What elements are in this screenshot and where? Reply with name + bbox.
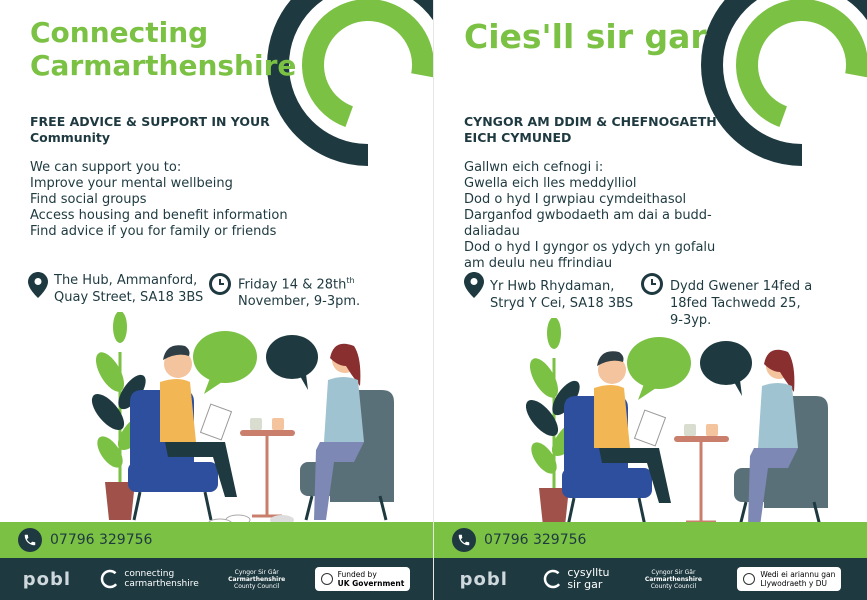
plant-illustration (91, 312, 151, 520)
uk-government-logo: Funded by UK Government (314, 567, 411, 591)
c-mark-icon (544, 569, 563, 589)
phone-number[interactable]: 07796 329756 (484, 532, 587, 548)
pobl-logo: pobl (22, 568, 71, 590)
headline-line-1: CYNGOR AM DDIM & CHEFNOGAETH YN (464, 114, 741, 129)
date-line-1: Friday 14 & 28th (238, 277, 347, 293)
logo-text-1: cysylltu (567, 566, 610, 579)
crest-icon (320, 573, 333, 585)
ring-graphic (267, 0, 433, 166)
event-details: The Hub, Ammanford, Quay Street, SA18 3B… (28, 272, 360, 310)
clock-icon (641, 273, 663, 295)
location-pin-icon (28, 272, 48, 298)
council-line-3: County Council (234, 582, 280, 590)
poster-english: Connecting Carmarthenshire FREE ADVICE &… (0, 0, 433, 600)
page-title: Connecting Carmarthenshire (30, 16, 296, 82)
council-logo: Cyngor Sir Gâr Carmarthenshire County Co… (645, 569, 702, 590)
list-item: Find social groups (30, 192, 147, 207)
list-item: Improve your mental wellbeing (30, 176, 233, 191)
page-title: Cies'll sir gar (464, 17, 707, 56)
title-line-2: Carmarthenshire (30, 49, 297, 82)
event-details: Yr Hwb Rhydaman, Stryd Y Cei, SA18 3BS D… (464, 272, 812, 329)
crest-icon (743, 573, 756, 585)
funded-line-1: Funded by (337, 570, 377, 579)
location-text: Yr Hwb Rhydaman, Stryd Y Cei, SA18 3BS (490, 272, 636, 329)
illustration-conversation (525, 318, 828, 527)
headline: FREE ADVICE & SUPPORT IN YOUR Community (30, 114, 330, 146)
list-item: Gallwn eich cefnogi i: (464, 160, 604, 175)
list-item: Gwella eich lles meddylliol (464, 176, 637, 191)
date-line-3: 9-3yp. (670, 313, 712, 328)
uk-government-logo: Wedi ei ariannu gan Llywodraeth y DU (737, 567, 842, 591)
footer-logos: pobl connecting carmarthenshire Cyngor S… (0, 558, 433, 600)
logo-text-2: carmarthenshire (124, 579, 199, 589)
logo-text-2: sir gar (567, 578, 603, 591)
date-line-2: November, 9-3pm. (238, 294, 361, 310)
clock-icon (209, 273, 231, 295)
pobl-logo: pobl (459, 568, 508, 590)
support-list: Gallwn eich cefnogi i: Gwella eich lles … (464, 160, 744, 272)
council-line-3: County Council (650, 582, 697, 590)
council-line-2: Carmarthenshire (228, 575, 286, 583)
date-line-2: 18fed Tachwedd 25, (670, 296, 801, 311)
list-item: daliadau (464, 224, 520, 239)
logo-text-1: connecting (124, 569, 175, 579)
c-mark-icon (101, 569, 120, 589)
list-item: Access housing and benefit information (30, 208, 288, 223)
title-line-1: Connecting (30, 16, 209, 49)
list-item: Darganfod gwbodaeth am dai a budd- (464, 208, 712, 223)
location-text: The Hub, Ammanford, Quay Street, SA18 3B… (54, 272, 204, 310)
date-superscript: th (346, 276, 355, 285)
headline-line-2: Community (30, 130, 111, 145)
council-line-2: Carmarthenshire (644, 575, 702, 583)
headline-line-2: EICH CYMUNED (464, 130, 572, 145)
funded-line-2: UK Government (337, 579, 405, 588)
date-line-1: Dydd Gwener 14fed a (670, 279, 813, 294)
list-item: Find advice if you for family or friends (30, 224, 277, 239)
headline-line-1: FREE ADVICE & SUPPORT IN YOUR (30, 114, 270, 129)
location-line-1: The Hub, Ammanford, (54, 273, 198, 288)
phone-icon (452, 528, 476, 552)
connecting-carmarthenshire-logo: connecting carmarthenshire (100, 569, 199, 589)
footer-logos: pobl cysylltu sir gar Cyngor Sir Gâr Car… (434, 558, 867, 600)
list-item: Dod o hyd I gyngor os ydych yn gofalu (464, 240, 716, 255)
poster-welsh: Cies'll sir gar CYNGOR AM DDIM & CHEFNOG… (433, 0, 867, 600)
council-logo: Cyngor Sir Gâr Carmarthenshire County Co… (228, 569, 285, 590)
phone-icon (18, 528, 42, 552)
contact-band: 07796 329756 (434, 522, 867, 558)
list-item: Dod o hyd I grwpiau cymdeithasol (464, 192, 687, 207)
funded-line-1: Wedi ei ariannu gan (760, 570, 836, 579)
list-item: am deulu neu ffrindiau (464, 256, 613, 271)
contact-band: 07796 329756 (0, 522, 433, 558)
cysylltu-sir-gar-logo: cysylltu sir gar (543, 566, 610, 591)
headline: CYNGOR AM DDIM & CHEFNOGAETH YN EICH CYM… (464, 114, 764, 146)
date-text: Friday 14 & 28thth November, 9-3pm. (238, 272, 360, 310)
phone-number[interactable]: 07796 329756 (50, 532, 153, 548)
date-text: Dydd Gwener 14fed a 18fed Tachwedd 25, 9… (670, 272, 812, 329)
council-line-1: Cyngor Sir Gâr (651, 568, 696, 576)
location-line-2: Stryd Y Cei, SA18 3BS (490, 296, 634, 311)
location-line-1: Yr Hwb Rhydaman, (490, 279, 615, 294)
illustration-conversation (91, 312, 394, 527)
list-item: We can support you to: (30, 160, 182, 175)
funded-line-2: Llywodraeth y DU (760, 579, 827, 588)
location-line-2: Quay Street, SA18 3BS (54, 290, 204, 305)
ring-graphic (701, 0, 867, 166)
council-line-1: Cyngor Sir Gâr (234, 568, 279, 576)
location-pin-icon (464, 272, 484, 298)
support-list: We can support you to: Improve your ment… (30, 160, 310, 240)
